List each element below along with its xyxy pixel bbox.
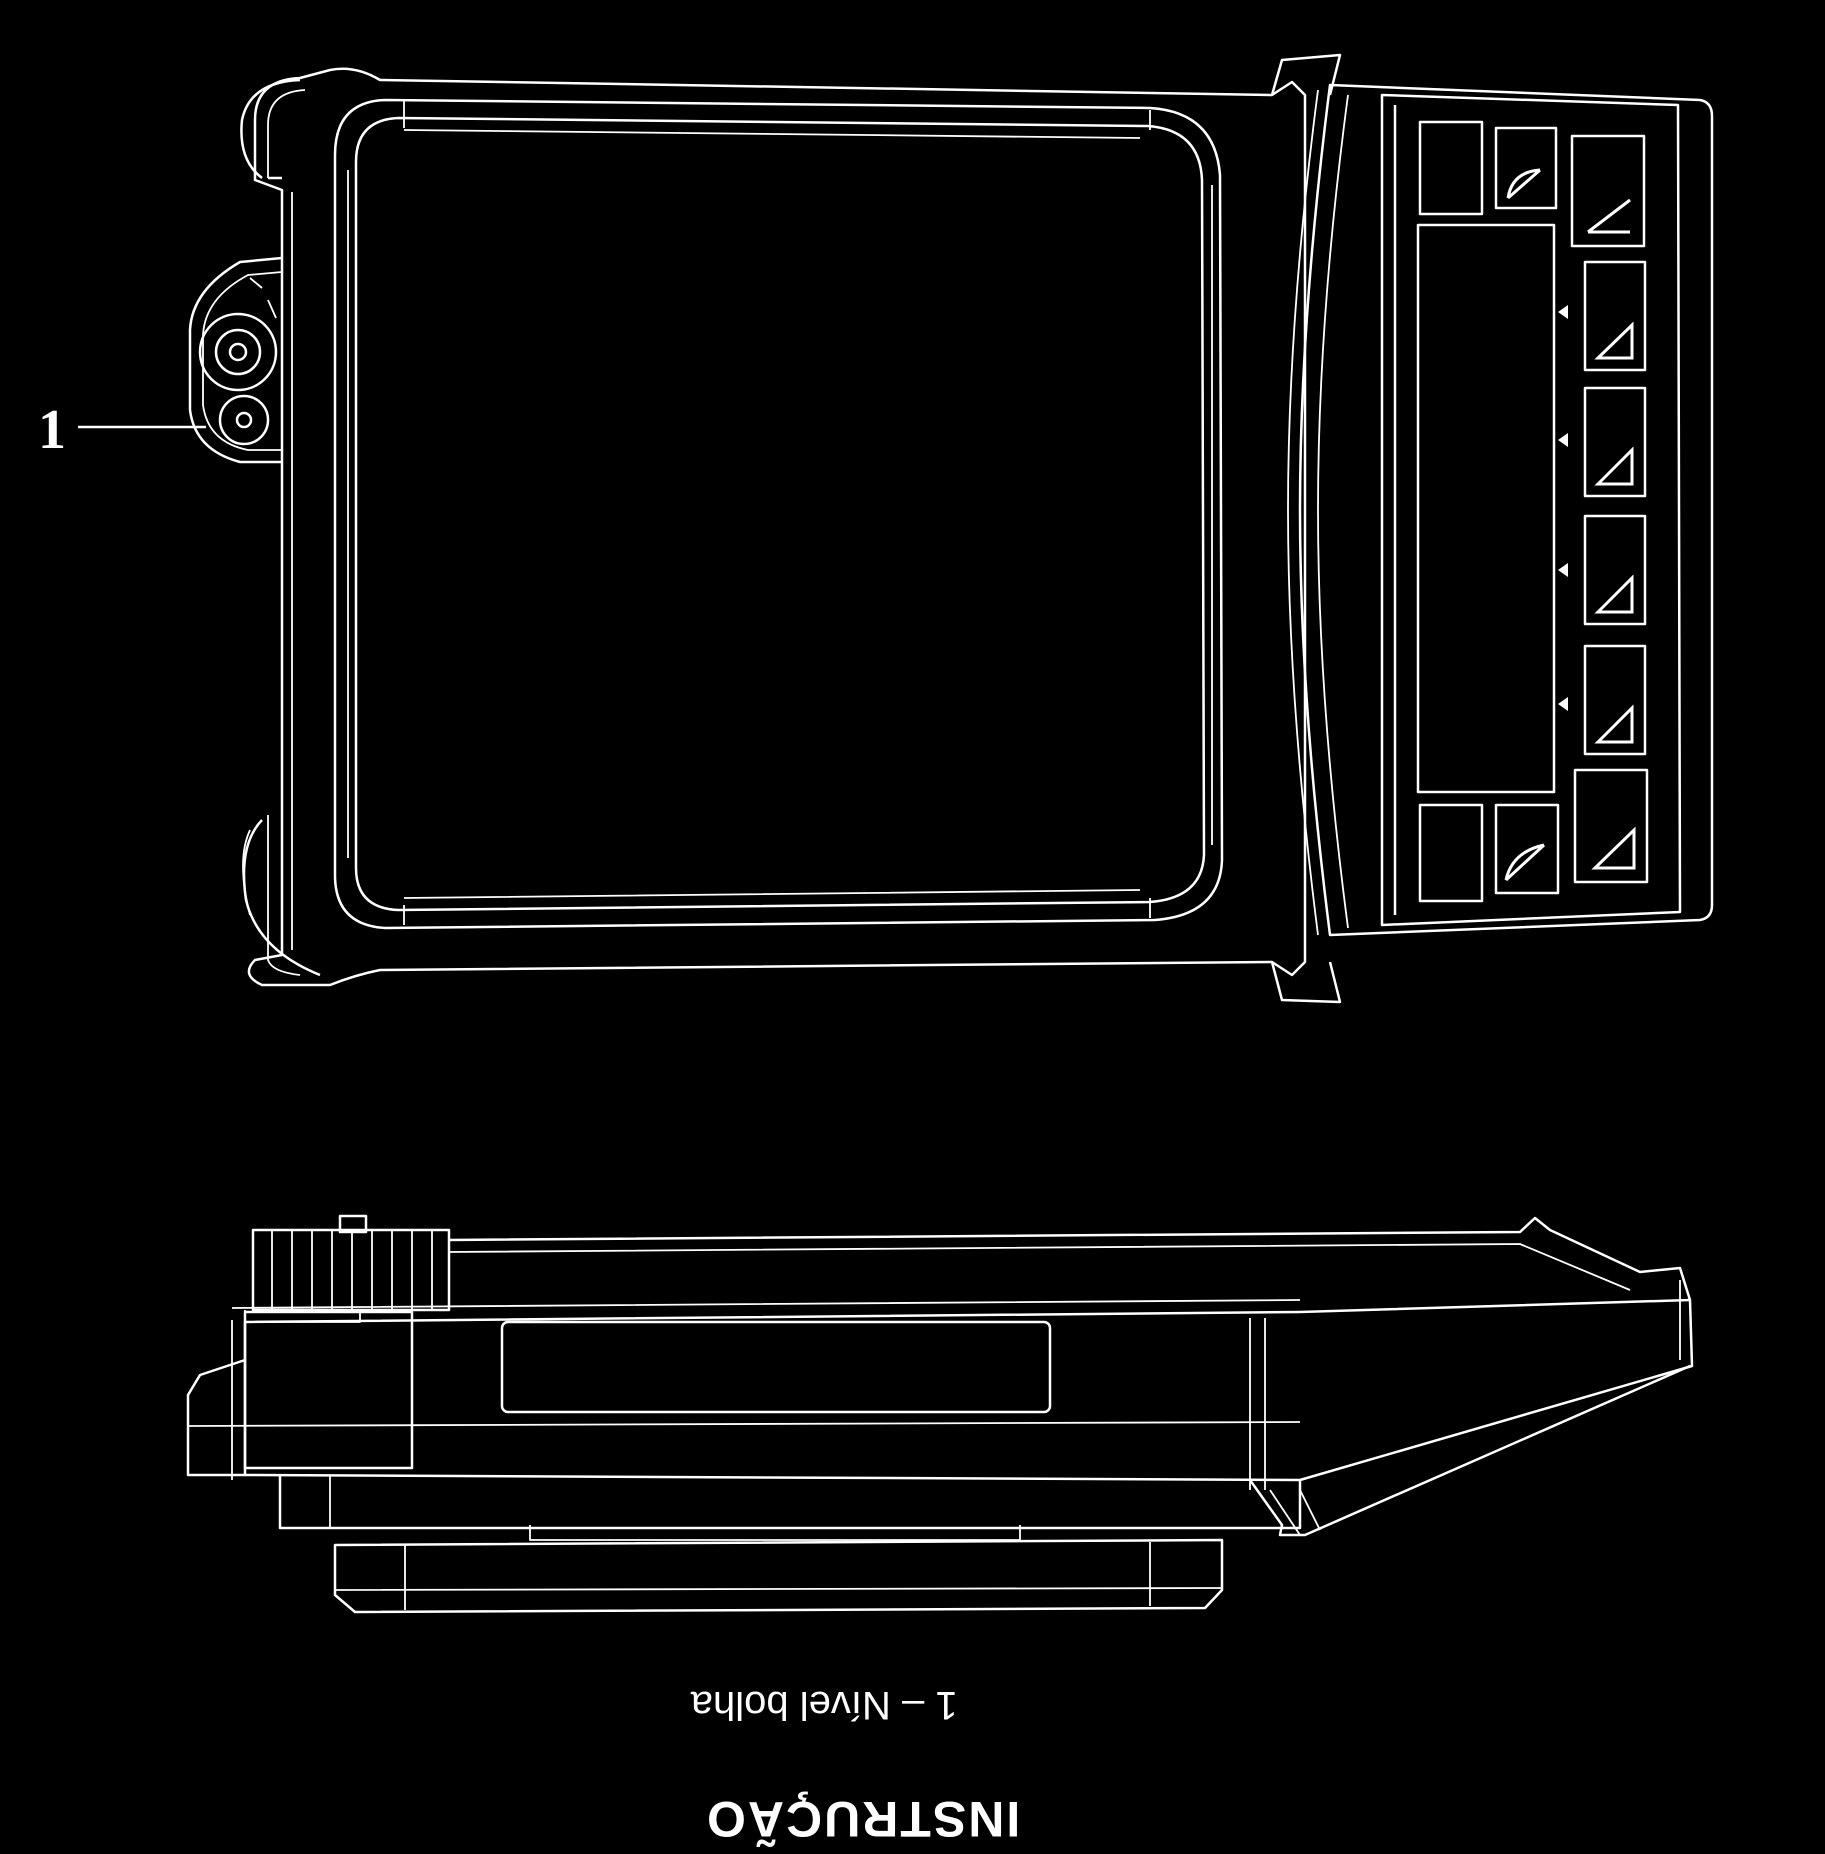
display-side-profile bbox=[1248, 1364, 1691, 1537]
side-label-window bbox=[500, 1320, 1052, 1414]
key-side-4[interactable] bbox=[1583, 644, 1647, 756]
scale-top-view: 1 bbox=[38, 53, 1714, 1004]
key-bottom-middle[interactable] bbox=[1494, 803, 1560, 895]
weighing-pan-outer bbox=[333, 98, 1224, 930]
scale-side-view bbox=[186, 1214, 1694, 1614]
weighing-pan-inner bbox=[354, 116, 1206, 912]
adjustment-foot-circle bbox=[198, 312, 278, 392]
key-bottom-right[interactable] bbox=[1573, 768, 1649, 884]
section-title: INSTRUÇÃO bbox=[705, 1791, 1020, 1847]
key-top-right-glyph bbox=[1587, 198, 1631, 234]
body-outline bbox=[247, 67, 1307, 987]
weighing-pan-edge bbox=[333, 1538, 1224, 1614]
rear-foot-top bbox=[240, 78, 301, 180]
key-bottom-left[interactable] bbox=[1418, 803, 1484, 903]
indicator-arrow-1 bbox=[1558, 305, 1568, 319]
key-top-left[interactable] bbox=[1418, 120, 1484, 216]
legend-item-1: 1 – Nível bolha bbox=[690, 1683, 958, 1727]
key-side-1[interactable] bbox=[1583, 260, 1647, 372]
side-top-edge bbox=[448, 1216, 1692, 1301]
callout-number: 1 bbox=[38, 399, 66, 461]
bubble-level-vial bbox=[218, 394, 270, 446]
display-window bbox=[1416, 223, 1556, 794]
bubble-level bbox=[188, 256, 283, 464]
display-neck bbox=[1270, 53, 1342, 1004]
key-side-3[interactable] bbox=[1583, 514, 1647, 626]
key-top-middle[interactable] bbox=[1494, 126, 1558, 210]
side-base bbox=[278, 1475, 1302, 1530]
leveling-knob bbox=[251, 1228, 451, 1312]
side-body bbox=[243, 1298, 1694, 1482]
front-bracket bbox=[186, 1310, 414, 1477]
key-side-2[interactable] bbox=[1583, 386, 1647, 498]
keypad-panel bbox=[1380, 93, 1682, 927]
key-top-middle-glyph bbox=[1506, 168, 1541, 200]
display-housing bbox=[1298, 83, 1714, 937]
indicator-arrow-3 bbox=[1558, 563, 1568, 577]
indicator-arrow-2 bbox=[1558, 433, 1568, 447]
key-top-right[interactable] bbox=[1570, 134, 1646, 248]
indicator-arrow-4 bbox=[1558, 697, 1568, 711]
